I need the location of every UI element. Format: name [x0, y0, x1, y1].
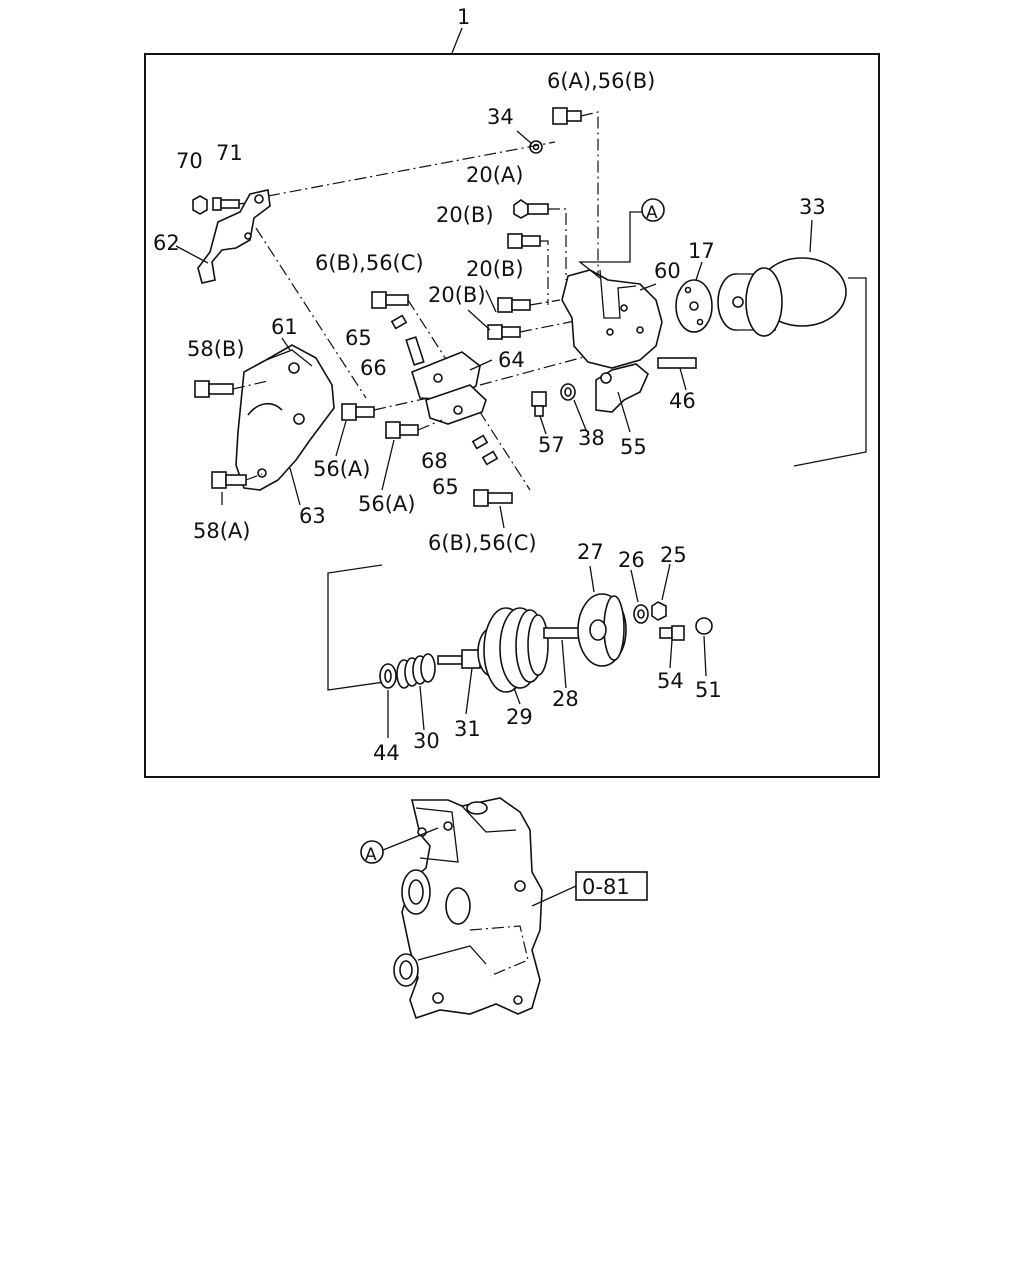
callout-34: 34 — [487, 105, 514, 129]
svg-text:A: A — [646, 203, 658, 223]
callout-29: 29 — [506, 705, 533, 729]
callout-66: 66 — [360, 356, 387, 380]
callout-20a: 20(A) — [466, 163, 523, 187]
callout-51: 51 — [695, 678, 722, 702]
bracket-55 — [595, 363, 649, 413]
bolt-58a — [211, 471, 247, 489]
nut-26 — [633, 604, 649, 624]
fitting-54 — [659, 625, 685, 641]
callout-26: 26 — [618, 548, 645, 572]
bolt-20b-2 — [497, 297, 531, 313]
bolt-57 — [531, 391, 547, 417]
callout-20b-2: 20(B) — [466, 257, 524, 281]
callout-58b: 58(B) — [187, 337, 245, 361]
marker-a-bottom: A — [360, 840, 384, 865]
callout-55: 55 — [620, 435, 647, 459]
svg-text:0-81: 0-81 — [582, 875, 630, 899]
callout-63: 63 — [299, 504, 326, 528]
callout-71: 71 — [216, 141, 243, 165]
spring-30 — [396, 653, 436, 689]
callout-64: 64 — [498, 348, 525, 372]
callout-38: 38 — [578, 426, 605, 450]
callout-65-bot: 65 — [432, 475, 459, 499]
callout-60: 60 — [654, 259, 681, 283]
callout-31: 31 — [454, 717, 481, 741]
pump-body — [393, 797, 543, 1020]
callout-65-top: 65 — [345, 326, 372, 350]
callout-30: 30 — [413, 729, 440, 753]
callout-56a-1: 56(A) — [313, 457, 370, 481]
marker-a-top: A — [641, 198, 665, 223]
bolt-58b — [194, 380, 234, 398]
callout-56a-2: 56(A) — [358, 492, 415, 516]
svg-text:A: A — [365, 845, 377, 865]
bolt-20b-1 — [507, 233, 541, 249]
hub-27 — [577, 593, 627, 667]
disc-17 — [675, 279, 713, 333]
callout-6a56b: 6(A),56(B) — [547, 69, 655, 93]
callout-44: 44 — [373, 741, 400, 765]
callout-20b-1: 20(B) — [436, 203, 494, 227]
cap-51 — [695, 617, 713, 635]
callout-61: 61 — [271, 315, 298, 339]
callout-20b-3: 20(B) — [428, 283, 486, 307]
assembly-number: 1 — [457, 5, 470, 29]
bolt-20a — [513, 199, 549, 219]
callout-54: 54 — [657, 669, 684, 693]
bracket-60 — [561, 269, 663, 369]
callout-58a: 58(A) — [193, 519, 250, 543]
washer-38 — [560, 383, 576, 401]
callout-6b56c-top: 6(B),56(C) — [315, 251, 424, 275]
callout-57: 57 — [538, 433, 565, 457]
callout-6b56c-bot: 6(B),56(C) — [428, 531, 537, 555]
callout-33: 33 — [799, 195, 826, 219]
bolt-71 — [212, 197, 240, 211]
pulley-29 — [483, 607, 549, 693]
callout-46: 46 — [669, 389, 696, 413]
bracket-64 — [411, 351, 487, 425]
washer-44 — [379, 663, 397, 689]
shaft-46 — [657, 357, 697, 369]
callout-28: 28 — [552, 687, 579, 711]
pin-65-top — [390, 314, 408, 330]
pin-65-bottom — [481, 450, 499, 466]
bolt-20b-3 — [487, 324, 521, 340]
bolt-6a-56b — [552, 107, 582, 125]
nut-70 — [192, 195, 208, 215]
bolt-6b-56c-bottom — [473, 489, 513, 507]
washer-34 — [529, 140, 543, 154]
pin-68 — [471, 434, 489, 450]
nut-25 — [651, 601, 667, 621]
callout-70: 70 — [176, 149, 203, 173]
callout-62: 62 — [153, 231, 180, 255]
pin-66 — [405, 336, 425, 366]
bracket-62 — [197, 189, 271, 284]
clutch-33 — [717, 257, 847, 337]
bolt-56a-left — [341, 403, 375, 421]
cover-61 — [235, 344, 335, 491]
callout-27: 27 — [577, 540, 604, 564]
callout-25: 25 — [660, 543, 687, 567]
callout-68: 68 — [421, 449, 448, 473]
bolt-6b-56c-top — [371, 291, 409, 309]
reference-box: 0-81 — [575, 871, 648, 901]
assembly-frame — [144, 53, 880, 778]
callout-17: 17 — [688, 239, 715, 263]
bolt-56a-right — [385, 421, 419, 439]
